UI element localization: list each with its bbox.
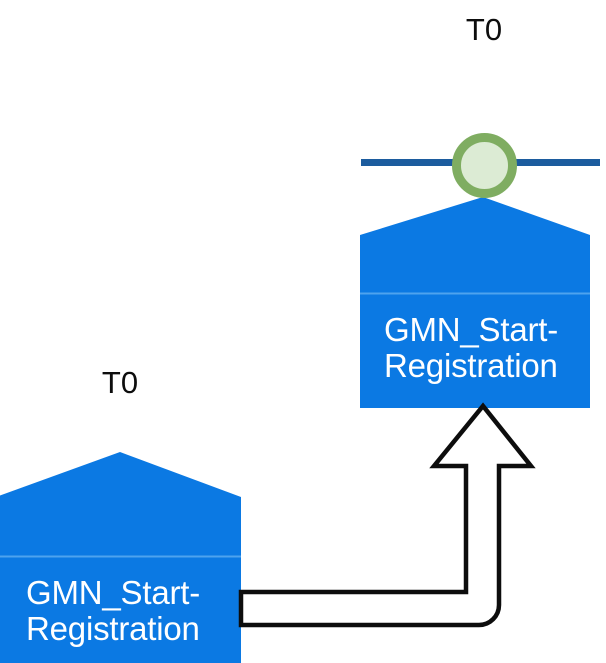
node-target-shape[interactable] bbox=[360, 197, 590, 408]
node-source-time-label: T0 bbox=[101, 365, 139, 400]
node-source-shape[interactable] bbox=[0, 452, 241, 663]
timeline-marker-label-upper: T0 bbox=[465, 12, 503, 47]
node-target-pentagon-body bbox=[360, 197, 590, 408]
flow-arrow-connector[interactable] bbox=[238, 402, 536, 628]
timeline-marker-circle-icon bbox=[452, 133, 517, 198]
timeline-marker-t0[interactable] bbox=[452, 133, 517, 198]
